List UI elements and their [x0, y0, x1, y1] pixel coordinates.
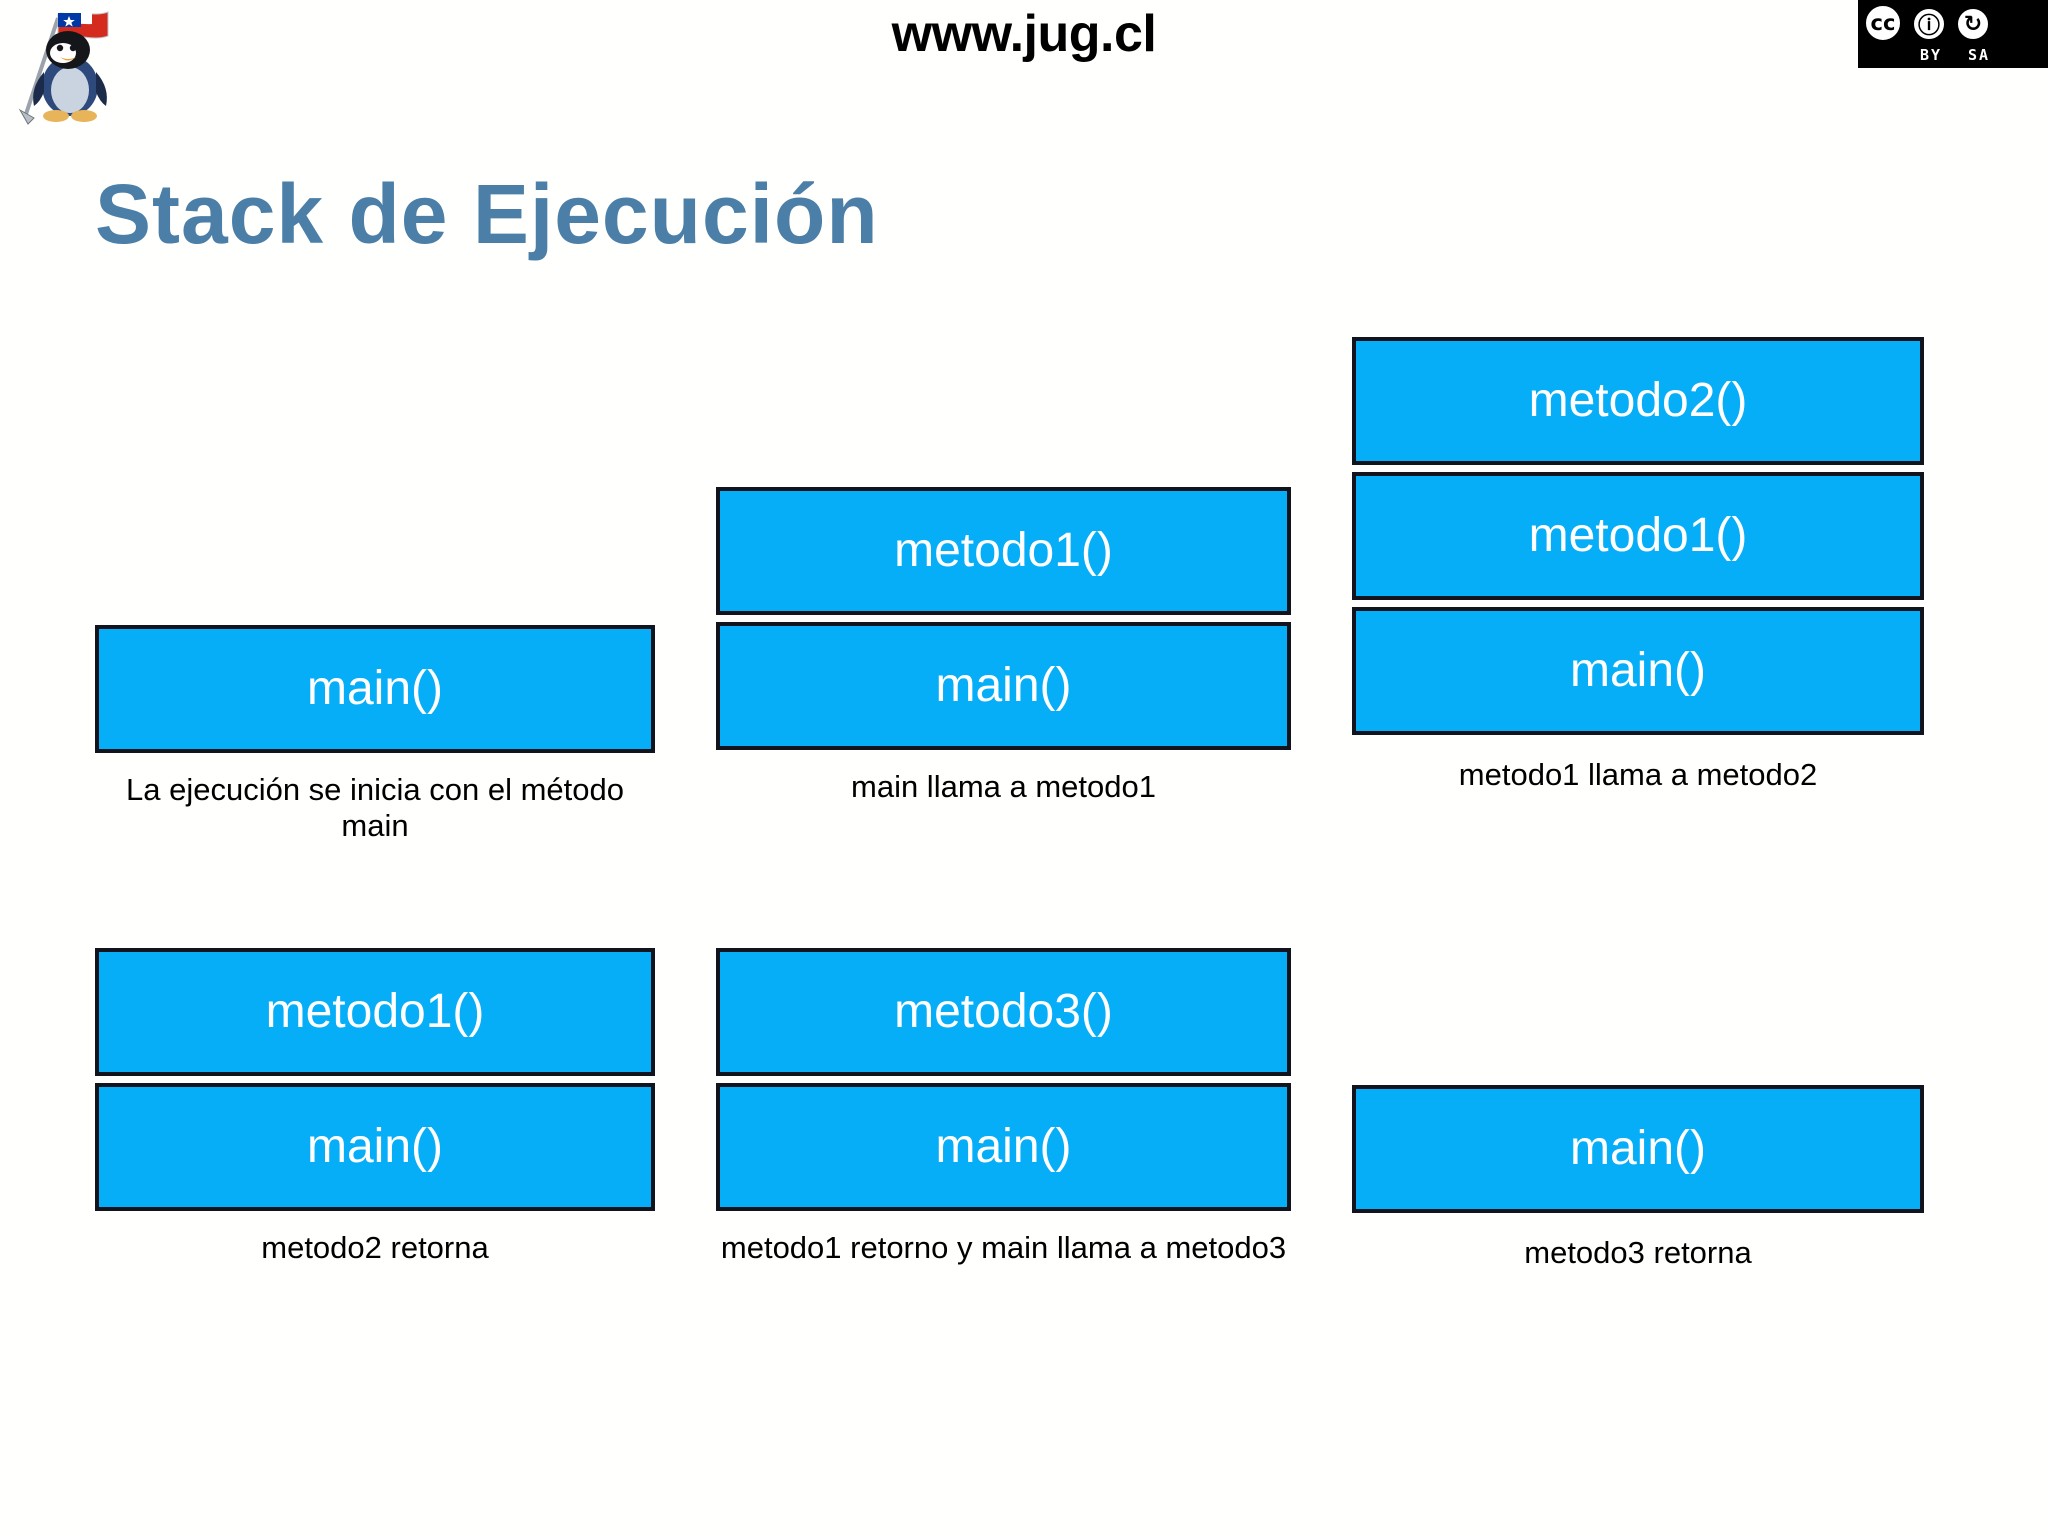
stack-frame: main()	[1352, 1085, 1924, 1213]
stack-frame: metodo1()	[95, 948, 655, 1076]
frame-stack: metodo1() main()	[95, 948, 655, 1211]
frame-stack: metodo2() metodo1() main()	[1352, 337, 1924, 735]
creative-commons-badge: cc ⓘ ↻ BY SA	[1858, 0, 2048, 68]
stack-caption: metodo1 llama a metodo2	[1458, 757, 1818, 792]
stack-group-3: metodo2() metodo1() main() metodo1 llama…	[1352, 337, 1924, 793]
stack-group-5: metodo3() main() metodo1 retorno y main …	[716, 948, 1291, 1266]
stack-group-4: metodo1() main() metodo2 retorna	[95, 948, 655, 1266]
stack-caption: metodo1 retorno y main llama a metodo3	[720, 1230, 1287, 1265]
cc-icon: cc	[1862, 2, 1904, 44]
page-title: Stack de Ejecución	[95, 167, 879, 261]
stack-frame: main()	[95, 1083, 655, 1211]
stack-frame: main()	[716, 622, 1291, 750]
stack-group-6: main() metodo3 retorna	[1352, 1085, 1924, 1271]
frame-stack: main()	[95, 625, 655, 753]
cc-by-label: BY	[1919, 46, 1943, 64]
stack-caption: metodo2 retorna	[261, 1230, 489, 1265]
tux-penguin-chilean-flag-logo	[8, 2, 138, 130]
stack-frame: main()	[716, 1083, 1291, 1211]
stack-frame: metodo1()	[716, 487, 1291, 615]
stack-frame: metodo1()	[1352, 472, 1924, 600]
stack-caption: main llama a metodo1	[851, 769, 1156, 804]
stack-caption: metodo3 retorna	[1524, 1235, 1752, 1270]
stack-group-1: main() La ejecución se inicia con el mét…	[95, 625, 655, 845]
site-url: www.jug.cl	[891, 5, 1157, 63]
share-alike-icon: ↻	[1954, 5, 1992, 43]
stack-caption: La ejecución se inicia con el método mai…	[125, 772, 625, 844]
stack-frame: main()	[1352, 607, 1924, 735]
cc-sa-label: SA	[1967, 46, 1991, 64]
slide-header: www.jug.cl cc ⓘ ↻ BY SA	[0, 0, 2048, 130]
frame-stack: main()	[1352, 1085, 1924, 1213]
stack-frame: metodo2()	[1352, 337, 1924, 465]
stack-frame: main()	[95, 625, 655, 753]
stack-frame: metodo3()	[716, 948, 1291, 1076]
stack-group-2: metodo1() main() main llama a metodo1	[716, 487, 1291, 805]
frame-stack: metodo3() main()	[716, 948, 1291, 1211]
person-icon: ⓘ	[1910, 5, 1948, 43]
frame-stack: metodo1() main()	[716, 487, 1291, 750]
